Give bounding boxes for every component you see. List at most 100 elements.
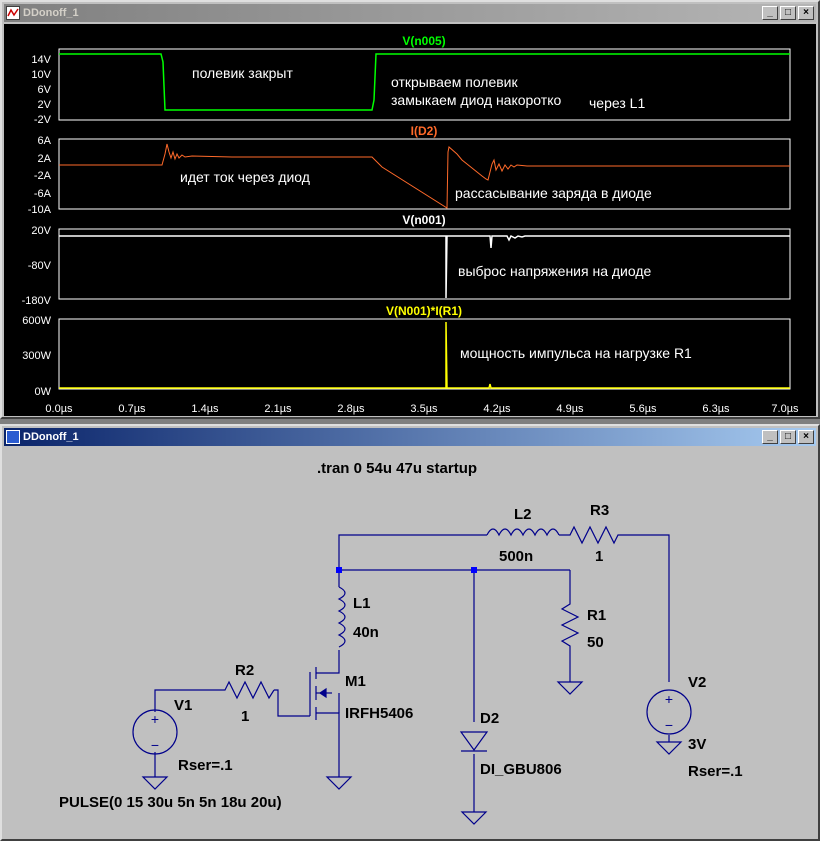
restore-button[interactable]: □	[780, 6, 796, 20]
pane-i-d2[interactable]: I(D2) 6A 2A -2A -6A -10A идет ток через …	[28, 124, 791, 216]
resistor-r3[interactable]: R3 1	[559, 502, 624, 565]
y-tick: 6V	[38, 84, 52, 96]
diode-d2[interactable]: D2 DI_GBU806	[459, 710, 562, 778]
y-tick: 2A	[38, 153, 52, 165]
x-tick: 0.0µs	[45, 403, 73, 415]
y-tick: 10V	[31, 69, 51, 81]
x-tick: 3.5µs	[410, 403, 438, 415]
v1-name: V1	[174, 697, 192, 714]
v2-rser: Rser=.1	[688, 763, 743, 780]
x-tick: 7.0µs	[771, 403, 799, 415]
plus-icon: +	[665, 691, 673, 707]
y-tick: -80V	[28, 260, 52, 272]
waveform-titlebar[interactable]: DDonoff_1 _ □ ×	[4, 4, 816, 22]
y-tick: 300W	[22, 350, 51, 362]
tran-directive[interactable]: .tran 0 54u 47u startup	[317, 460, 477, 477]
schematic-window-title: DDonoff_1	[23, 431, 79, 443]
close-button[interactable]: ×	[798, 6, 814, 20]
pane-v-n001[interactable]: V(n001) 20V -80V -180V выброс напряжения…	[22, 213, 791, 307]
pane-v-n005[interactable]: V(n005) 14V 10V 6V 2V -2V полевик закрыт…	[31, 34, 791, 126]
waveform-plot-area[interactable]: V(n005) 14V 10V 6V 2V -2V полевик закрыт…	[4, 24, 816, 416]
annotation: рассасывание заряда в диоде	[455, 185, 652, 201]
x-tick: 4.2µs	[483, 403, 511, 415]
x-tick: 0.7µs	[118, 403, 146, 415]
y-tick: -2V	[34, 114, 52, 126]
y-tick: 2V	[38, 99, 52, 111]
resistor-r1[interactable]: R1 50	[560, 599, 606, 651]
annotation: выброс напряжения на диоде	[458, 263, 652, 279]
waveform-window[interactable]: DDonoff_1 _ □ × V(n005) 14V 10V 6V 2V -2…	[0, 0, 820, 419]
r1-value: 50	[587, 634, 604, 651]
inductor-l2[interactable]: L2 500n	[486, 506, 560, 565]
y-tick: 14V	[31, 54, 51, 66]
annotation: замыкаем диод накоротко	[391, 92, 561, 108]
schematic-window[interactable]: DDonoff_1 _ □ × .tran 0 54u 47u startup	[0, 424, 820, 841]
y-tick: -2A	[34, 170, 52, 182]
minus-icon: −	[665, 717, 673, 733]
annotation: мощность импульса на нагрузке R1	[460, 345, 692, 361]
close-button[interactable]: ×	[798, 430, 814, 444]
m1-name: M1	[345, 673, 366, 690]
schematic-canvas[interactable]: .tran 0 54u 47u startup L2 500n	[10, 448, 814, 839]
restore-button[interactable]: □	[780, 430, 796, 444]
v1-source: PULSE(0 15 30u 5n 5n 18u 20u)	[59, 794, 282, 811]
trace-v-n005	[59, 53, 790, 111]
r2-name: R2	[235, 662, 254, 679]
junctions	[336, 567, 477, 573]
trace-i-d2	[59, 143, 790, 209]
v2-name: V2	[688, 674, 706, 691]
trace-v-n001	[59, 234, 790, 299]
y-tick: -10A	[28, 204, 52, 216]
voltage-source-v2[interactable]: + − V2 3V Rser=.1	[646, 674, 743, 780]
annotation: через L1	[589, 95, 645, 111]
inductor-l1[interactable]: L1 40n	[337, 586, 379, 648]
x-tick: 2.1µs	[264, 403, 292, 415]
r3-value: 1	[595, 548, 603, 565]
x-tick: 6.3µs	[702, 403, 730, 415]
mosfet-m1[interactable]: M1 IRFH5406	[309, 667, 413, 722]
y-tick: -6A	[34, 188, 52, 200]
plus-icon: +	[151, 711, 159, 727]
r3-name: R3	[590, 502, 609, 519]
trace-label[interactable]: V(n001)	[402, 213, 445, 227]
pane-power-r1[interactable]: V(N001)*I(R1) 600W 300W 0W мощность импу…	[22, 304, 791, 398]
trace-power-r1	[59, 321, 790, 389]
waveform-window-title: DDonoff_1	[23, 7, 79, 19]
schematic-titlebar[interactable]: DDonoff_1 _ □ ×	[4, 428, 816, 446]
y-tick: 600W	[22, 315, 51, 327]
m1-value: IRFH5406	[345, 705, 413, 722]
resistor-r2[interactable]: R2 1	[220, 662, 275, 725]
y-tick: 0W	[35, 386, 52, 398]
l2-value: 500n	[499, 548, 533, 565]
ground-icon	[141, 681, 683, 825]
minimize-button[interactable]: _	[762, 6, 778, 20]
y-tick: 6A	[38, 135, 52, 147]
r1-name: R1	[587, 607, 606, 624]
voltage-source-v1[interactable]: + − V1 Rser=.1 PULSE(0 15 30u 5n 5n 18u …	[59, 697, 282, 811]
x-tick: 1.4µs	[191, 403, 219, 415]
y-tick: -180V	[22, 295, 52, 307]
l1-value: 40n	[353, 624, 379, 641]
annotation: идет ток через диод	[180, 169, 310, 185]
trace-label[interactable]: I(D2)	[411, 124, 438, 138]
r2-value: 1	[241, 708, 249, 725]
x-tick: 2.8µs	[337, 403, 365, 415]
annotation: открываем полевик	[391, 74, 519, 90]
trace-label[interactable]: V(n005)	[402, 34, 445, 48]
minimize-button[interactable]: _	[762, 430, 778, 444]
l2-name: L2	[514, 506, 532, 523]
d2-name: D2	[480, 710, 499, 727]
x-tick: 5.6µs	[629, 403, 657, 415]
x-axis: 0.0µs 0.7µs 1.4µs 2.1µs 2.8µs 3.5µs 4.2µ…	[45, 403, 799, 415]
l1-name: L1	[353, 595, 371, 612]
trace-label[interactable]: V(N001)*I(R1)	[386, 304, 462, 318]
waveform-app-icon	[6, 6, 20, 20]
x-tick: 4.9µs	[556, 403, 584, 415]
schematic-app-icon	[6, 430, 20, 444]
annotation: полевик закрыт	[192, 65, 293, 81]
v1-rser: Rser=.1	[178, 757, 233, 774]
v2-value: 3V	[688, 736, 706, 753]
minus-icon: −	[151, 737, 159, 753]
d2-value: DI_GBU806	[480, 761, 562, 778]
y-tick: 20V	[31, 225, 51, 237]
